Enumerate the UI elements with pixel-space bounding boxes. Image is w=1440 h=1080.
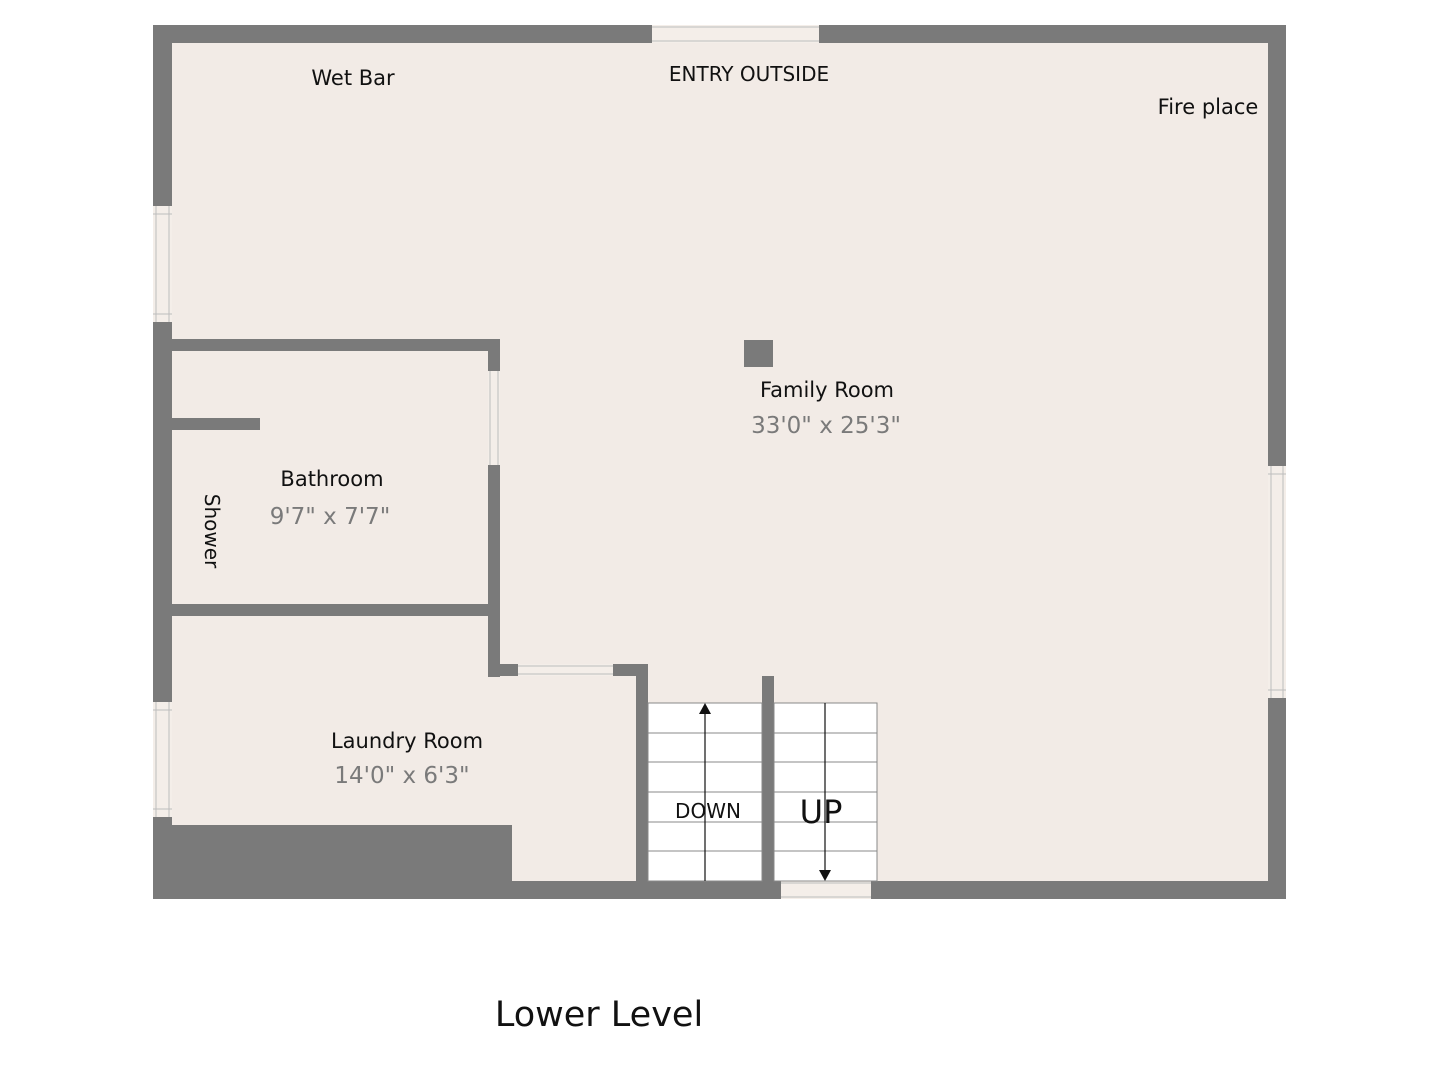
family-room-name: Family Room (760, 378, 894, 402)
stairs (647, 702, 878, 882)
bathroom-dimensions: 9'7" x 7'7" (270, 504, 391, 530)
stairs-down-label: DOWN (675, 799, 741, 823)
fire-place-label: Fire place (1158, 95, 1259, 119)
wet-bar-label: Wet Bar (311, 66, 395, 90)
laundry-room-name: Laundry Room (331, 729, 483, 753)
entry-opening-top (652, 25, 819, 43)
bathroom-name: Bathroom (280, 467, 383, 491)
laundry-door-opening (518, 664, 613, 676)
family-room-dimensions: 33'0" x 25'3" (751, 413, 901, 439)
bathroom-door-opening (488, 371, 500, 465)
windows (153, 25, 1286, 899)
entry-opening-bottom (781, 881, 871, 899)
floor-title: Lower Level (495, 995, 703, 1035)
window-right (1268, 466, 1286, 698)
arrow-up-icon (699, 703, 711, 714)
entry-outside-label: ENTRY OUTSIDE (669, 62, 829, 86)
column-icon (744, 340, 773, 367)
arrow-down-icon (819, 870, 831, 881)
laundry-room-dimensions: 14'0" x 6'3" (334, 763, 469, 789)
stairs-up-label: UP (800, 793, 843, 831)
window-left-lower (153, 702, 172, 817)
utility-block (153, 825, 512, 899)
shower-label: Shower (200, 494, 224, 569)
window-left-upper (153, 206, 172, 322)
